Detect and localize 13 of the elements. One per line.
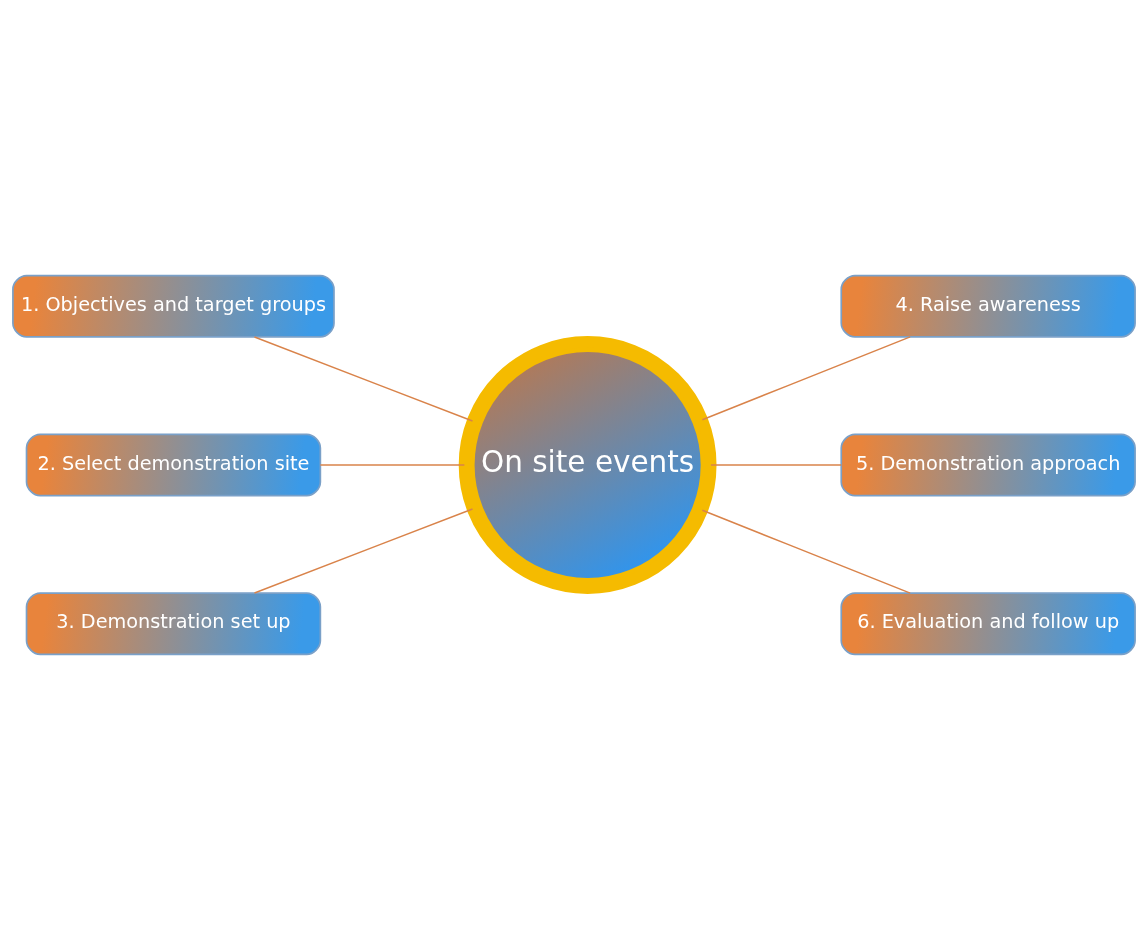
node-box: 2. Select demonstration site [25, 433, 322, 496]
connector [701, 509, 911, 594]
node-box: 4. Raise awareness [840, 274, 1136, 338]
connector [710, 463, 842, 466]
node-box: 1. Objectives and target groups [12, 274, 335, 338]
node-box: 6. Evaluation and follow up [840, 591, 1136, 655]
node-box: 3. Demonstration set up [25, 591, 322, 655]
connector [701, 335, 911, 420]
node-circle: On site events [458, 335, 717, 594]
connector [253, 507, 474, 594]
connector [319, 463, 466, 466]
connector [253, 335, 474, 422]
node-box: 5. Demonstration approach [840, 433, 1136, 496]
